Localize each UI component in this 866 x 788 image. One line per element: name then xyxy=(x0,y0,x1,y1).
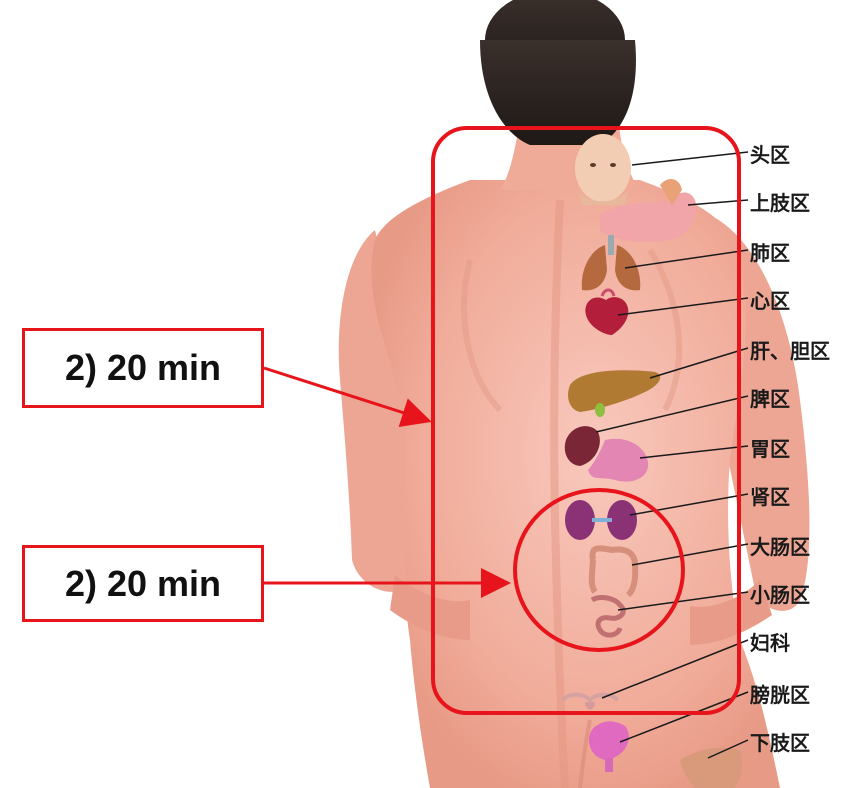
zone-label-stomach: 胃区 xyxy=(750,433,790,462)
zone-label-spleen: 脾区 xyxy=(750,383,790,412)
zone-label-kidney: 肾区 xyxy=(750,481,790,510)
zone-label-lower-limb: 下肢区 xyxy=(750,727,810,756)
zone-label-small-intestine: 小肠区 xyxy=(750,579,810,608)
zone-label-large-intestine: 大肠区 xyxy=(750,531,810,560)
zone-label-heart: 心区 xyxy=(750,285,790,314)
duration-callout-lower: 2) 20 min xyxy=(22,545,264,622)
hair xyxy=(480,0,636,145)
duration-callout-text: 2) 20 min xyxy=(65,563,221,605)
zone-label-lung: 肺区 xyxy=(750,237,790,266)
zone-label-bladder: 膀胱区 xyxy=(750,679,810,708)
zone-label-head: 头区 xyxy=(750,139,790,168)
zone-label-upper-limb: 上肢区 xyxy=(750,187,810,216)
duration-callout-upper: 2) 20 min xyxy=(22,328,264,408)
duration-callout-text: 2) 20 min xyxy=(65,347,221,389)
zone-label-liver-gallbladder: 肝、胆区 xyxy=(750,335,830,364)
zone-label-gynecology: 妇科 xyxy=(750,627,790,656)
